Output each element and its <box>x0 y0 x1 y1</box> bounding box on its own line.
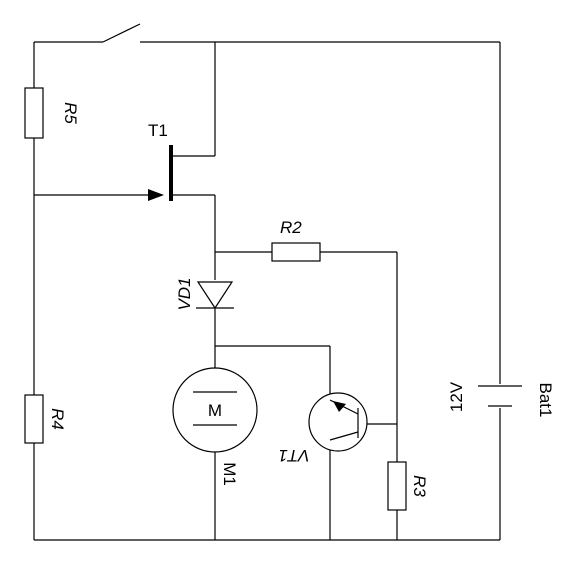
resistor-r5-label: R5 <box>61 102 80 124</box>
battery-bat1-label: Bat1 <box>536 383 555 418</box>
wires <box>33 41 501 541</box>
diode-vd1: VD1 <box>175 277 234 311</box>
switch-contact <box>102 23 141 43</box>
resistor-r4-label: R4 <box>48 408 67 430</box>
resistor-r3-label: R3 <box>410 475 429 497</box>
diode-vd1-label: VD1 <box>175 277 194 310</box>
transistor-t1-label: T1 <box>148 121 168 140</box>
battery-voltage-label: 12V <box>447 381 466 412</box>
resistor-r3-body <box>387 461 407 511</box>
diode-vd1-triangle-icon <box>196 281 234 310</box>
motor-m1-symbol: M <box>208 401 222 420</box>
transistor-vt1-collector-lead <box>329 431 359 441</box>
resistor-r2-label: R2 <box>280 218 302 237</box>
transistor-vt1: VT1 <box>278 392 368 465</box>
resistor-r4-body <box>24 394 44 444</box>
resistor-r4: R4 <box>24 394 67 444</box>
resistor-r2-body <box>271 242 321 262</box>
motor-m1-body <box>172 367 258 453</box>
transistor-t1-arrow-icon <box>148 189 164 201</box>
transistor-t1: T1 <box>148 121 173 201</box>
resistor-r5: R5 <box>24 87 80 139</box>
motor-m1-label: M1 <box>220 462 239 486</box>
transistor-vt1-body <box>308 392 368 452</box>
resistor-r5-body <box>24 87 44 139</box>
transistor-vt1-label: VT1 <box>278 446 309 465</box>
resistor-r2: R2 <box>271 218 321 262</box>
transistor-vt1-arrow-icon <box>333 401 346 412</box>
switch <box>102 23 141 43</box>
battery-bat1: 12V Bat1 <box>447 381 555 417</box>
motor-m1: M M1 <box>172 367 258 486</box>
resistor-r3: R3 <box>387 461 429 511</box>
